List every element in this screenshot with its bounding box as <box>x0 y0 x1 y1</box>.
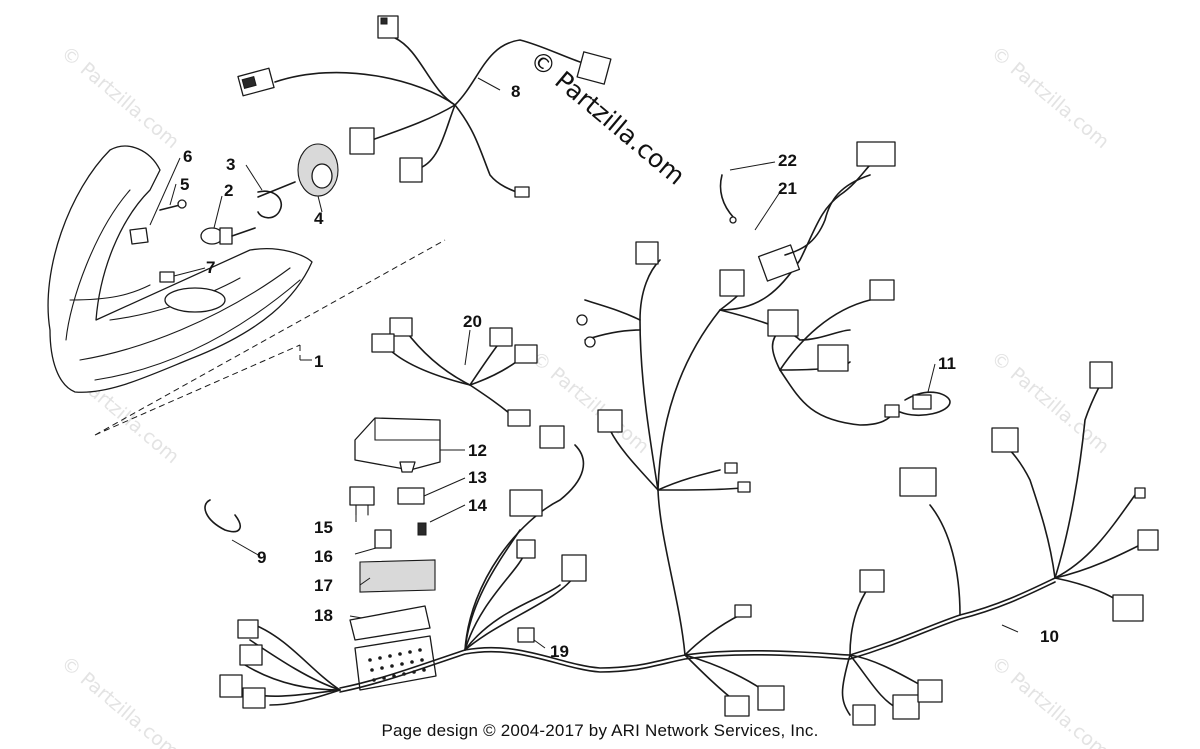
callout-labels: 1 2 3 4 5 6 7 8 9 10 11 12 13 14 15 16 1… <box>180 82 1059 661</box>
watermark-layer: © Partzilla.com © Partzilla.com © Partzi… <box>57 42 1113 749</box>
callout-4: 4 <box>314 209 324 228</box>
callout-7: 7 <box>206 258 215 277</box>
fuse-box-seal <box>349 605 431 641</box>
harness-21 <box>784 174 871 256</box>
callout-10: 10 <box>1040 627 1059 646</box>
callout-2: 2 <box>224 181 233 200</box>
mounting-clip <box>129 227 149 245</box>
harness-20 <box>371 317 538 427</box>
clamp-ring <box>204 499 241 533</box>
callout-20: 20 <box>463 312 482 331</box>
relay-box-cover <box>354 417 441 473</box>
copyright-footer: Page design © 2004-2017 by ARI Network S… <box>381 721 819 740</box>
callout-21: 21 <box>778 179 797 198</box>
callout-22: 22 <box>778 151 797 170</box>
callout-3: 3 <box>226 155 235 174</box>
main-harness <box>219 141 1159 726</box>
watermark-text: © Partzilla.com <box>987 42 1113 153</box>
callout-18: 18 <box>314 606 333 625</box>
watermark-text: © Partzilla.com <box>57 42 183 153</box>
leader-lines <box>149 77 1019 649</box>
fuse-block <box>354 635 437 691</box>
relay-small-2 <box>374 529 392 549</box>
headlight-bulb <box>200 227 256 245</box>
callout-13: 13 <box>468 468 487 487</box>
callout-5: 5 <box>180 175 189 194</box>
callout-11: 11 <box>938 354 956 373</box>
callout-1: 1 <box>314 352 323 371</box>
callout-16: 16 <box>314 547 333 566</box>
headlight-harness <box>237 15 612 198</box>
headlight-housing <box>47 145 313 393</box>
callout-17: 17 <box>314 576 333 595</box>
callout-8: 8 <box>511 82 520 101</box>
cable-tie-22 <box>719 174 737 224</box>
resistor-part-11 <box>884 391 951 418</box>
mounting-nut <box>159 267 206 283</box>
mini-fuse <box>417 522 427 536</box>
mounting-screw <box>159 199 187 211</box>
callout-6: 6 <box>183 147 192 166</box>
bulb-cover <box>257 143 339 198</box>
callout-9: 9 <box>257 548 266 567</box>
callout-12: 12 <box>468 441 487 460</box>
relay-small <box>397 487 425 505</box>
callout-15: 15 <box>314 518 333 537</box>
relay-large <box>349 486 375 516</box>
headlight-bracket <box>94 239 446 436</box>
callout-19: 19 <box>550 642 569 661</box>
fuse-label <box>359 559 436 593</box>
diode-connector <box>517 627 535 643</box>
callout-14: 14 <box>468 496 487 515</box>
